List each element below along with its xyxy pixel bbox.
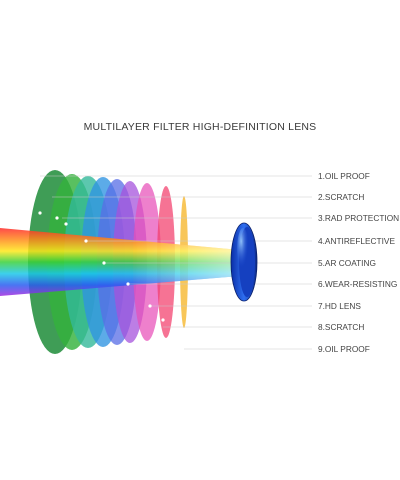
leader-lines (40, 175, 312, 350)
layer-label-9: 9.OIL PROOF (318, 344, 370, 354)
layer-label-6: 6.WEAR-RESISTING (318, 279, 398, 289)
lens-icon (230, 222, 258, 302)
layer-label-2: 2.SCRATCH (318, 192, 365, 202)
layer-label-4: 4.ANTIREFLECTIVE (318, 236, 395, 246)
layer-label-8: 8.SCRATCH (318, 322, 365, 332)
layer-label-1: 1.OIL PROOF (318, 171, 370, 181)
page-title: MULTILAYER FILTER HIGH-DEFINITION LENS (83, 121, 317, 133)
light-beam (0, 228, 240, 296)
layer-label-7: 7.HD LENS (318, 301, 361, 311)
layer-label-3: 3.RAD PROTECTION (318, 213, 400, 223)
leader-dots (38, 211, 186, 342)
layer-label-5: 5.AR COATING (318, 258, 376, 268)
